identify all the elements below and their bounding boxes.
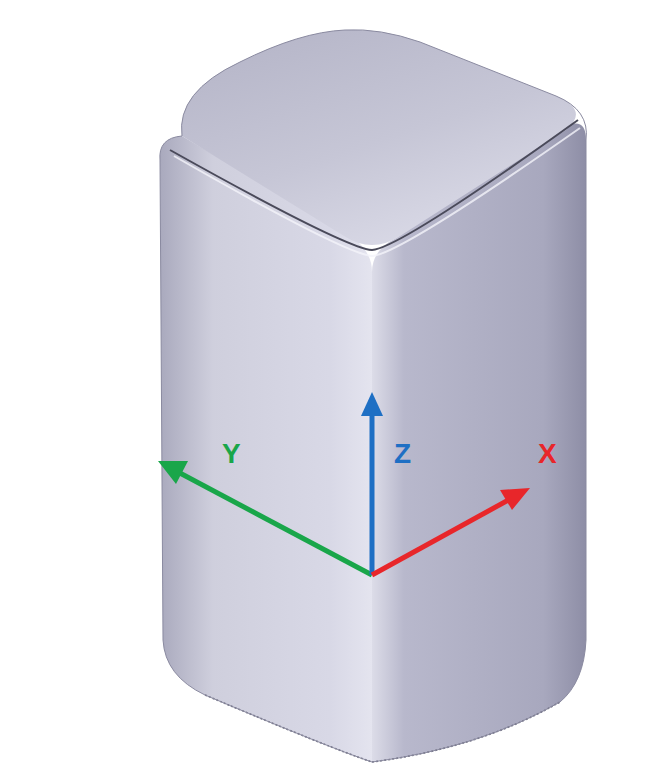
x-axis xyxy=(372,488,530,575)
axis-label: X xyxy=(538,440,557,468)
outline xyxy=(160,30,587,762)
axis-label: Y xyxy=(222,440,241,468)
y-axis xyxy=(158,461,372,575)
rim-highlight xyxy=(174,128,580,256)
axis-label: Z xyxy=(394,440,411,468)
bottom-edge xyxy=(205,695,560,762)
z-axis xyxy=(361,392,383,575)
top-rim xyxy=(170,120,578,250)
